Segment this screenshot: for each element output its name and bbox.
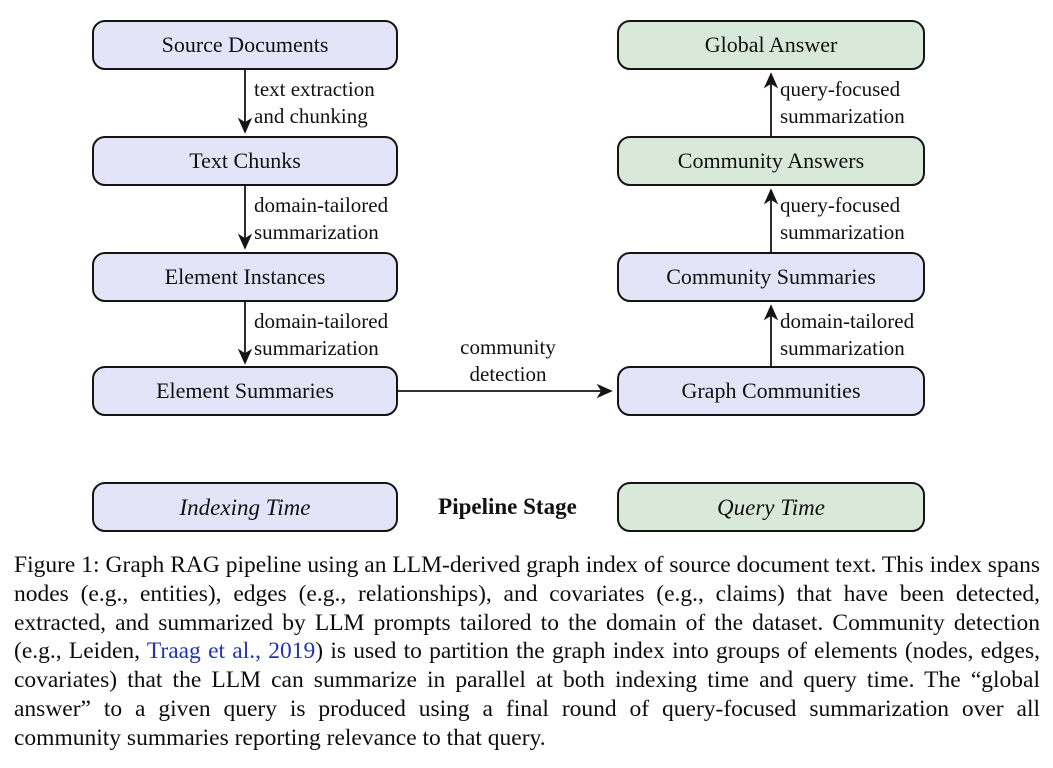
node-graph-communities: Graph Communities xyxy=(617,366,925,416)
stage-indexing-time: Indexing Time xyxy=(92,482,398,532)
edge-label-line: summarization xyxy=(254,336,379,360)
edge-label-query-focused-1: query-focused summarization xyxy=(780,76,905,130)
citation-link-traag-2019[interactable]: Traag et al., 2019 xyxy=(146,638,316,665)
node-community-summaries: Community Summaries xyxy=(617,252,925,302)
edge-label-line: text extraction xyxy=(254,77,375,101)
edge-label-domain-tailored-1: domain-tailored summarization xyxy=(254,192,388,246)
node-community-answers: Community Answers xyxy=(617,136,925,186)
node-source-documents: Source Documents xyxy=(92,20,398,70)
edge-label-domain-tailored-3: domain-tailored summarization xyxy=(780,308,914,362)
edge-label-line: domain-tailored xyxy=(254,309,389,333)
node-element-instances: Element Instances xyxy=(92,252,398,302)
node-element-summaries: Element Summaries xyxy=(92,366,398,416)
edge-label-line: query-focused xyxy=(780,77,901,101)
node-global-answer: Global Answer xyxy=(617,20,925,70)
edge-label-domain-tailored-2: domain-tailored summarization xyxy=(254,308,388,362)
edge-label-community-detection: community detection xyxy=(420,334,596,388)
edge-label-line: summarization xyxy=(780,104,905,128)
edge-label-line: summarization xyxy=(254,220,379,244)
edge-label-line: summarization xyxy=(780,220,905,244)
edge-label-line: community xyxy=(460,335,556,359)
figure-caption: Figure 1: Graph RAG pipeline using an LL… xyxy=(14,551,1040,753)
edge-label-line: detection xyxy=(469,362,547,386)
caption-text-before-citation: Figure 1: Graph RAG pipeline using an LL… xyxy=(14,552,1040,665)
node-text-chunks: Text Chunks xyxy=(92,136,398,186)
edge-label-text-extraction: text extraction and chunking xyxy=(254,76,375,130)
graphrag-pipeline-diagram: Source Documents Text Chunks Element Ins… xyxy=(92,20,925,532)
edge-label-line: domain-tailored xyxy=(254,193,389,217)
edge-label-line: query-focused xyxy=(780,193,901,217)
edge-label-line: and chunking xyxy=(254,104,368,128)
caption-text-after-citation: ) is used to partition the graph index i… xyxy=(14,638,1040,751)
label-pipeline-stage: Pipeline Stage xyxy=(438,494,577,519)
stage-query-time: Query Time xyxy=(617,482,925,532)
edge-label-line: domain-tailored xyxy=(780,309,915,333)
edge-label-line: summarization xyxy=(780,336,905,360)
edge-label-query-focused-2: query-focused summarization xyxy=(780,192,905,246)
